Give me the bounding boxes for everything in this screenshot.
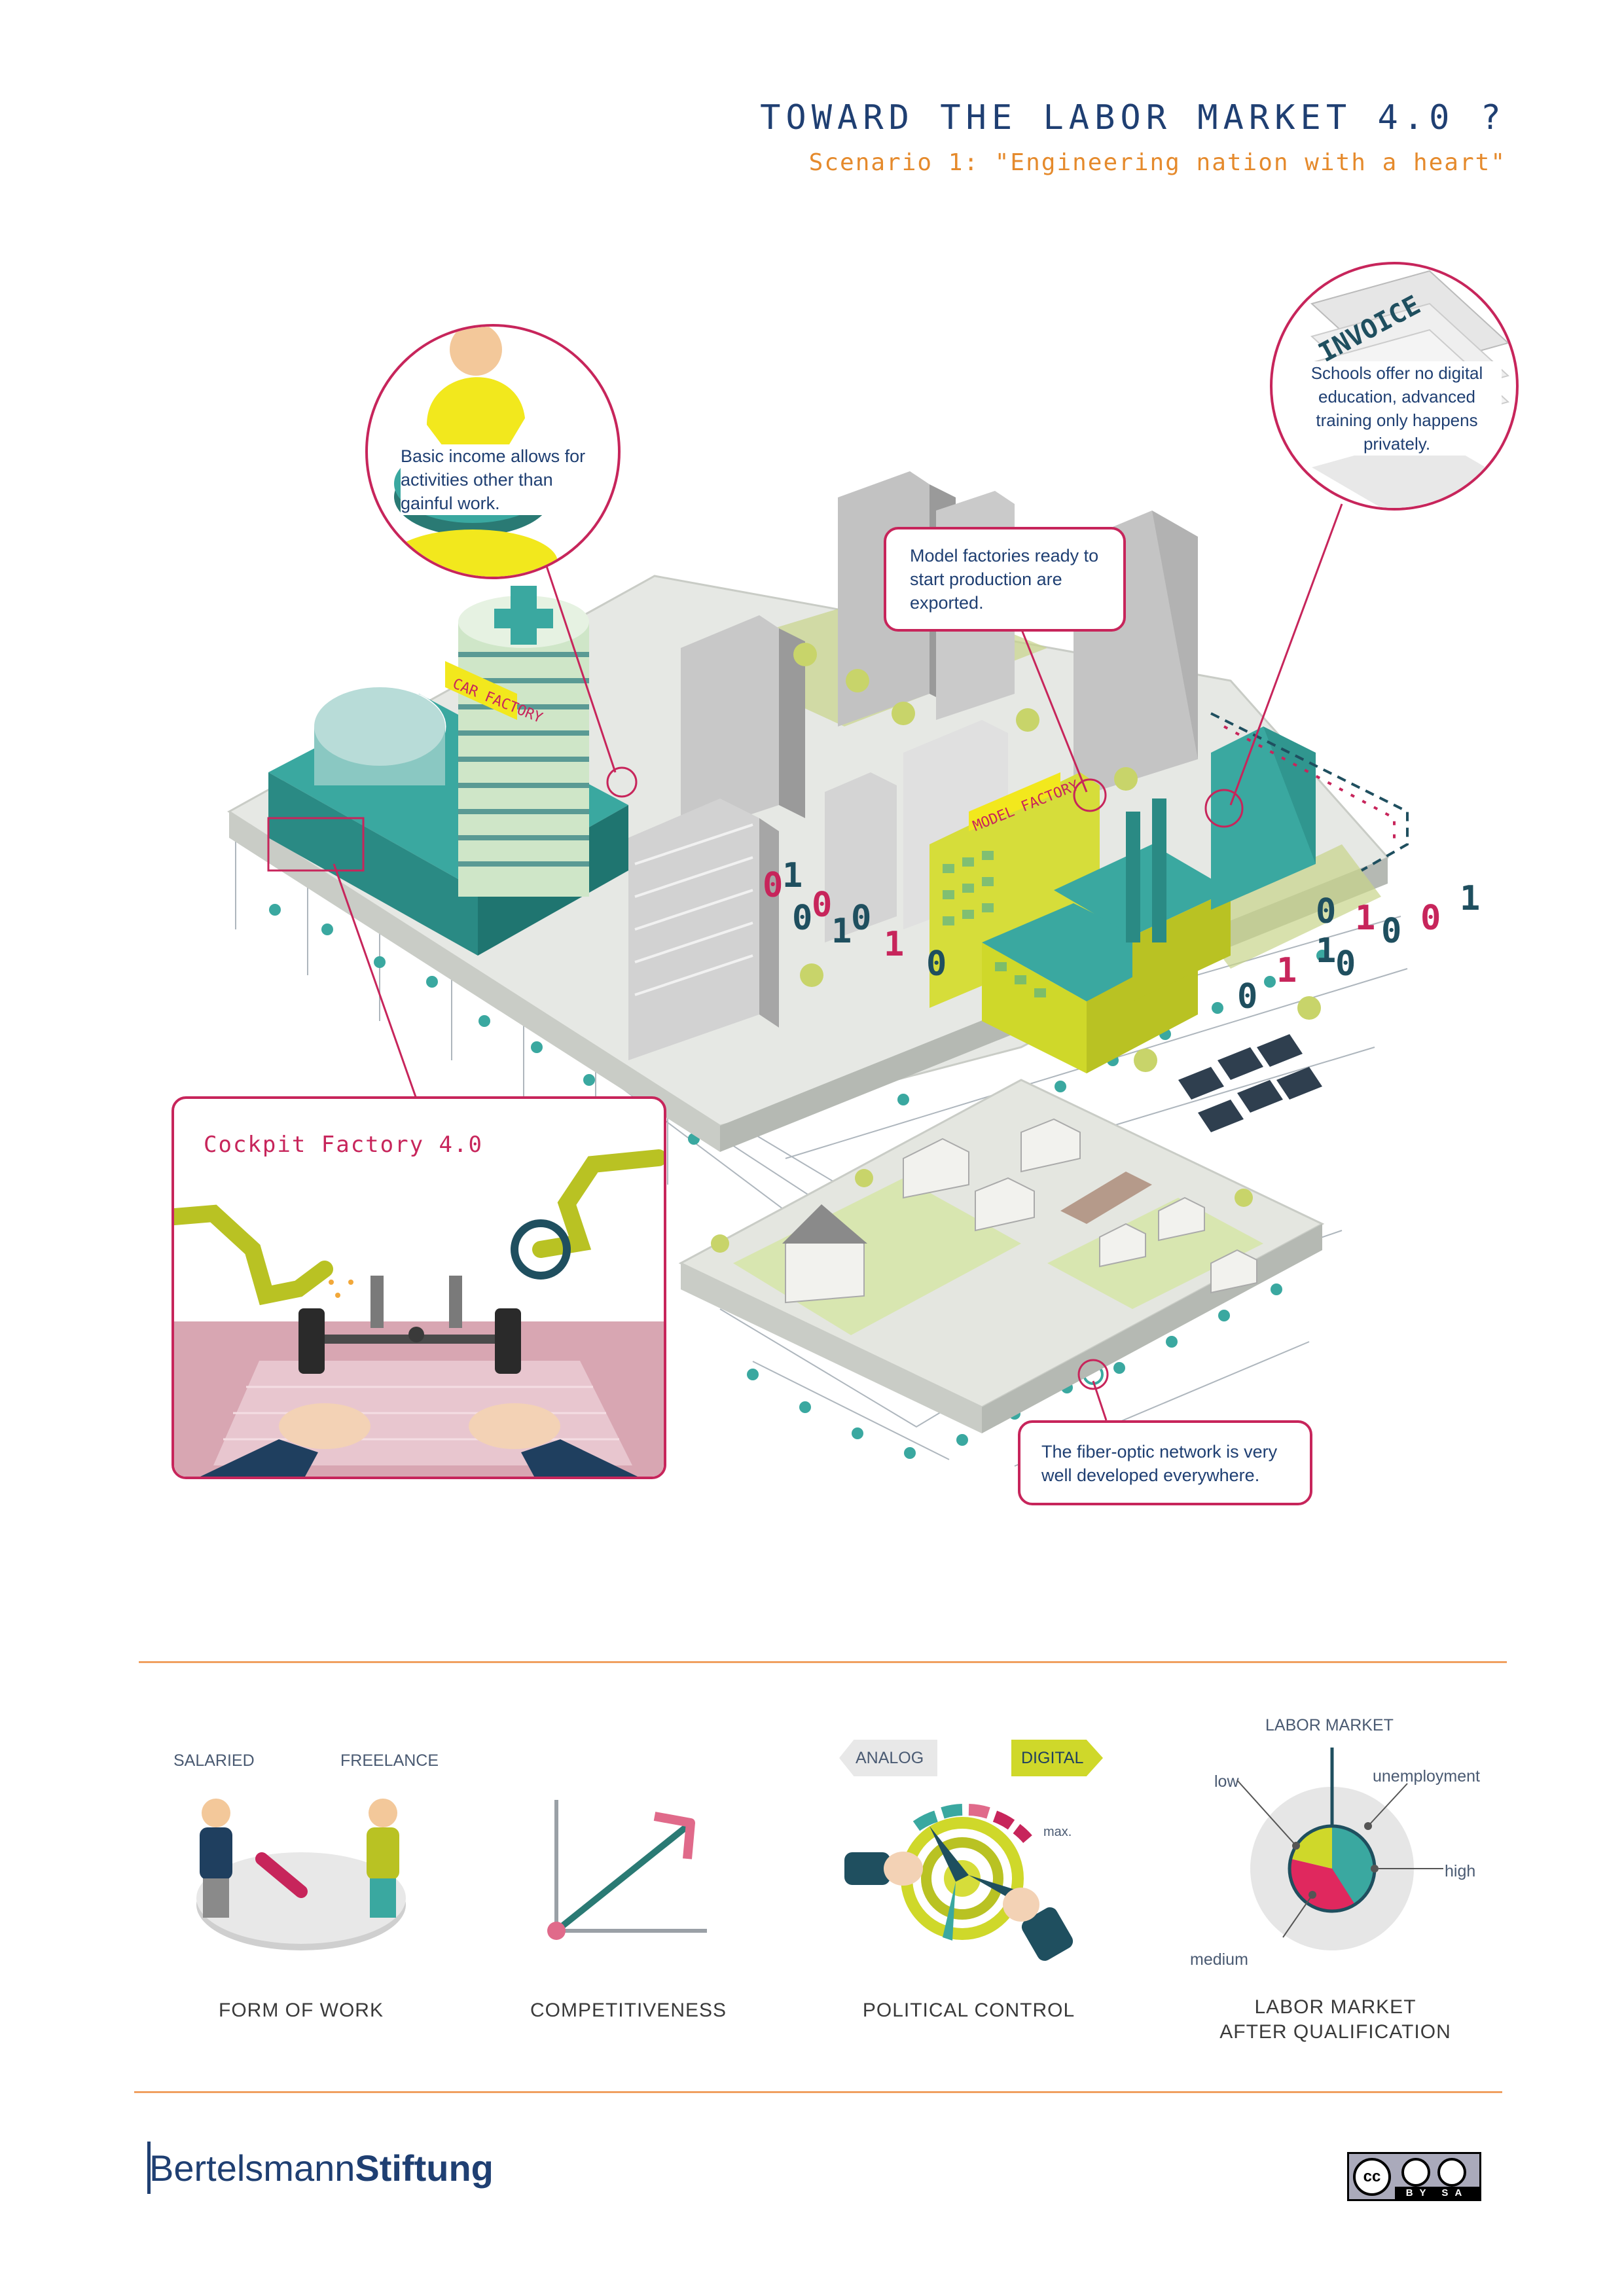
freelance-label: FREELANCE <box>340 1751 439 1770</box>
form-of-work-label: FORM OF WORK <box>219 2000 384 2021</box>
svg-text:1: 1 <box>1355 899 1375 938</box>
svg-text:0: 0 <box>792 899 812 938</box>
labor-market-label-line2: AFTER QUALIFICATION <box>1219 2021 1451 2043</box>
solar-panels <box>1178 1034 1322 1132</box>
svg-text:0: 0 <box>812 886 832 925</box>
max-label: max. <box>1043 1825 1072 1839</box>
svg-text:0: 0 <box>1381 912 1401 951</box>
svg-text:1: 1 <box>1316 931 1336 971</box>
high-label: high <box>1445 1862 1476 1880</box>
svg-text:1: 1 <box>782 856 803 895</box>
labor-market-pie-icon <box>1236 1748 1443 1950</box>
cockpit-factory-callout: Cockpit Factory 4.0 <box>171 1096 666 1479</box>
cc-icon: cc <box>1353 2158 1391 2196</box>
svg-text:1: 1 <box>1276 951 1297 990</box>
divider-bottom <box>134 2091 1502 2093</box>
competitiveness-chart-icon <box>547 1800 707 1940</box>
brand-bar <box>147 2142 151 2194</box>
svg-text:0: 0 <box>1237 977 1257 1016</box>
digital-arrow <box>1011 1740 1103 1776</box>
svg-text:0: 0 <box>1316 892 1336 931</box>
houses <box>782 1118 1257 1304</box>
fiber-network-text: The fiber-optic network is very well dev… <box>1041 1442 1278 1485</box>
digital-label: DIGITAL <box>1021 1749 1084 1767</box>
binary-stream: 0 1 0 0 1 0 1 0 0 1 1 0 1 0 0 1 0 <box>763 856 1480 1016</box>
svg-text:0: 0 <box>1335 944 1356 984</box>
basic-income-text: Basic income allows for activities other… <box>401 444 597 515</box>
model-factories-text: Model factories ready to start productio… <box>910 546 1099 613</box>
schools-callout: INVOICE Schools offer no digital educati… <box>1270 262 1519 511</box>
political-control-steering-icon <box>844 1804 1074 1961</box>
divider-top <box>139 1661 1507 1663</box>
analog-arrow <box>839 1740 937 1776</box>
competitiveness-label: COMPETITIVENESS <box>530 2000 727 2021</box>
svg-text:1: 1 <box>831 912 852 951</box>
trees <box>711 643 1321 1253</box>
license-text: BY SA <box>1395 2187 1479 2199</box>
car-factory-tower <box>458 586 589 897</box>
unemployment-label: unemployment <box>1373 1767 1480 1785</box>
low-label: low <box>1214 1772 1239 1791</box>
brand-bold: Stiftung <box>355 2147 494 2189</box>
political-control-label: POLITICAL CONTROL <box>862 2000 1075 2021</box>
page-title: TOWARD THE LABOR MARKET 4.0 ? <box>760 98 1506 137</box>
callout-pointers <box>333 503 1343 1421</box>
fiber-network-callout: The fiber-optic network is very well dev… <box>1018 1420 1312 1505</box>
svg-text:0: 0 <box>926 944 947 984</box>
medium-label: medium <box>1190 1950 1248 1969</box>
labor-market-label-line1: LABOR MARKET <box>1254 1996 1416 2018</box>
basic-income-callout: € Basic income allows for activities oth… <box>365 324 621 579</box>
analog-label: ANALOG <box>856 1749 924 1767</box>
sa-icon <box>1437 2158 1466 2187</box>
svg-text:1: 1 <box>1460 879 1480 918</box>
model-factories-callout: Model factories ready to start productio… <box>884 527 1126 632</box>
cockpit-scene-icon <box>174 1149 664 1477</box>
model-factory <box>929 772 1231 1073</box>
callout-targets <box>267 766 1244 1390</box>
svg-text:0: 0 <box>763 866 783 905</box>
salaried-label: SALARIED <box>173 1751 255 1770</box>
brand-regular: Bertelsmann <box>149 2147 355 2189</box>
svg-text:0: 0 <box>851 899 871 938</box>
labor-market-top-label: LABOR MARKET <box>1265 1716 1394 1734</box>
form-of-work-dial-icon <box>196 1799 406 1950</box>
cockpit-factory-title: Cockpit Factory 4.0 <box>204 1132 483 1158</box>
svg-text:0: 0 <box>1420 899 1441 938</box>
by-icon <box>1401 2158 1430 2187</box>
schools-text: Schools offer no digital education, adva… <box>1292 361 1502 456</box>
cc-license-badge[interactable]: cc BY SA <box>1347 2152 1481 2201</box>
brand-logo[interactable]: BertelsmannStiftung <box>149 2147 494 2189</box>
page-subtitle: Scenario 1: "Engineering nation with a h… <box>808 149 1506 176</box>
svg-text:1: 1 <box>884 925 904 964</box>
